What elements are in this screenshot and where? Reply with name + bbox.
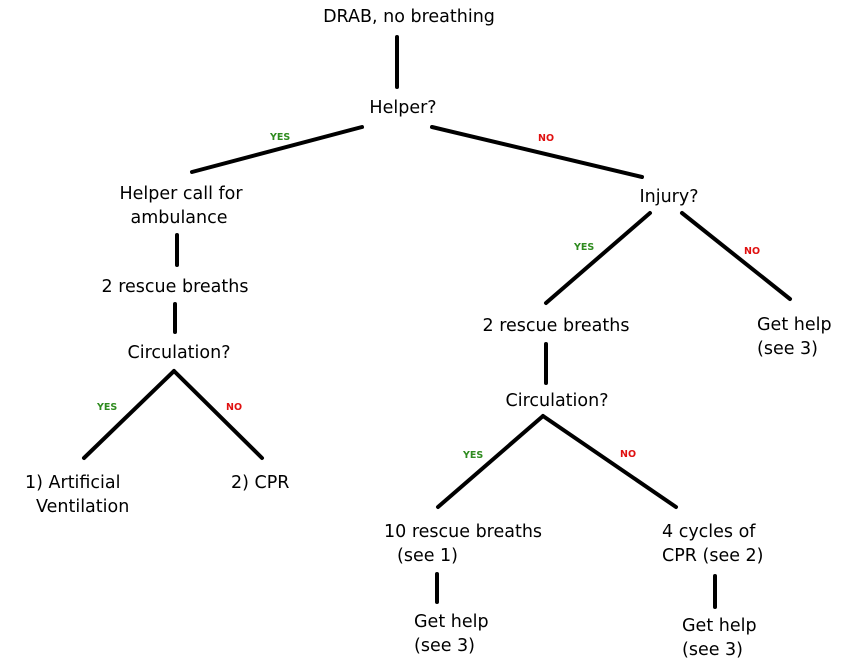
branch-left-circulation-no: NO	[226, 402, 242, 413]
node-injury-question: Injury?	[639, 187, 698, 207]
edge-injury-yes	[544, 211, 652, 305]
node-ten-rescue-breaths-line2: (see 1)	[397, 546, 458, 566]
edge-left-circulation-no	[172, 369, 264, 460]
node-get-help-after-breaths-line1: Get help	[414, 612, 489, 632]
branch-labels: YES NO YES NO YES NO YES NO	[96, 132, 760, 461]
edge-right-circulation-no	[541, 414, 678, 509]
edge-helper-yes	[190, 125, 364, 174]
branch-helper-no: NO	[538, 133, 554, 144]
node-four-cycles-line1: 4 cycles of	[662, 522, 756, 542]
node-labels: DRAB, no breathing Helper? Helper call f…	[25, 7, 832, 660]
branch-left-circulation-yes: YES	[96, 402, 117, 413]
edge-helper-no	[430, 125, 644, 179]
branch-helper-yes: YES	[269, 132, 290, 143]
edge-injury-no	[680, 211, 792, 301]
node-start: DRAB, no breathing	[323, 7, 495, 27]
branch-right-circulation-no: NO	[620, 449, 636, 460]
connector-lines	[82, 35, 792, 609]
branch-injury-no: NO	[744, 246, 760, 257]
branch-right-circulation-yes: YES	[462, 450, 483, 461]
node-helper-call-line2: ambulance	[130, 208, 227, 228]
node-get-help-injury-line1: Get help	[757, 315, 832, 335]
node-left-rescue-breaths: 2 rescue breaths	[102, 277, 249, 297]
branch-injury-yes: YES	[573, 242, 594, 253]
node-get-help-after-breaths-line2: (see 3)	[414, 636, 475, 656]
node-cpr: 2) CPR	[231, 473, 289, 493]
node-four-cycles-line2: CPR (see 2)	[662, 546, 764, 566]
node-right-rescue-breaths: 2 rescue breaths	[483, 316, 630, 336]
node-artificial-ventilation-line1: 1) Artificial	[25, 473, 121, 493]
edge-left-circulation-yes	[82, 369, 176, 460]
node-artificial-ventilation-line2: Ventilation	[36, 497, 129, 517]
node-get-help-after-cpr-line2: (see 3)	[682, 640, 743, 660]
node-get-help-injury-line2: (see 3)	[757, 339, 818, 359]
node-get-help-after-cpr-line1: Get help	[682, 616, 757, 636]
node-left-circulation: Circulation?	[127, 343, 230, 363]
node-right-circulation: Circulation?	[505, 391, 608, 411]
node-helper-call-line1: Helper call for	[119, 184, 243, 204]
node-helper-question: Helper?	[369, 98, 436, 118]
edge-right-circulation-yes	[436, 414, 545, 509]
node-ten-rescue-breaths-line1: 10 rescue breaths	[384, 522, 542, 542]
